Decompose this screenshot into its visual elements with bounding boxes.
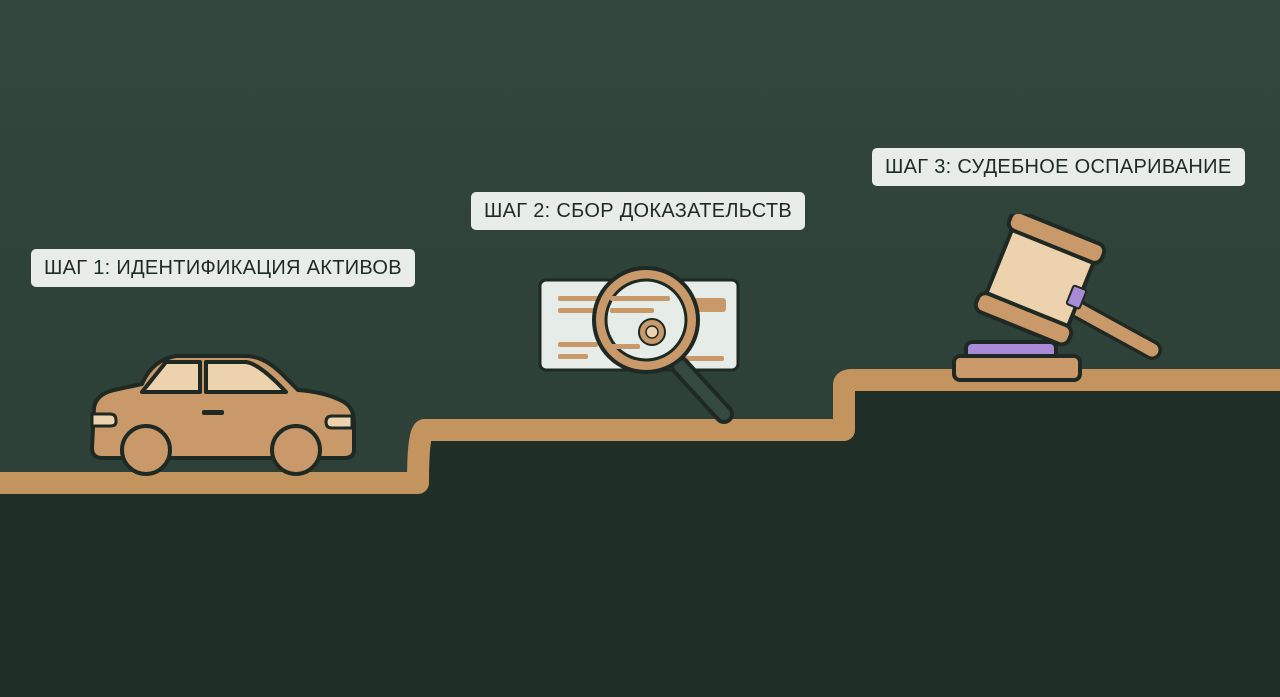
gavel-icon — [952, 214, 1162, 382]
step-1-label: ШАГ 1: ИДЕНТИФИКАЦИЯ АКТИВОВ — [31, 249, 415, 287]
step-3-label: ШАГ 3: СУДЕБНОЕ ОСПАРИВАНИЕ — [872, 148, 1245, 186]
ground-fill — [0, 390, 1280, 697]
car-icon — [90, 354, 356, 476]
stair-line — [0, 369, 1280, 494]
step-2-label: ШАГ 2: СБОР ДОКАЗАТЕЛЬСТВ — [471, 192, 806, 230]
magnifier-document-icon — [538, 266, 740, 424]
